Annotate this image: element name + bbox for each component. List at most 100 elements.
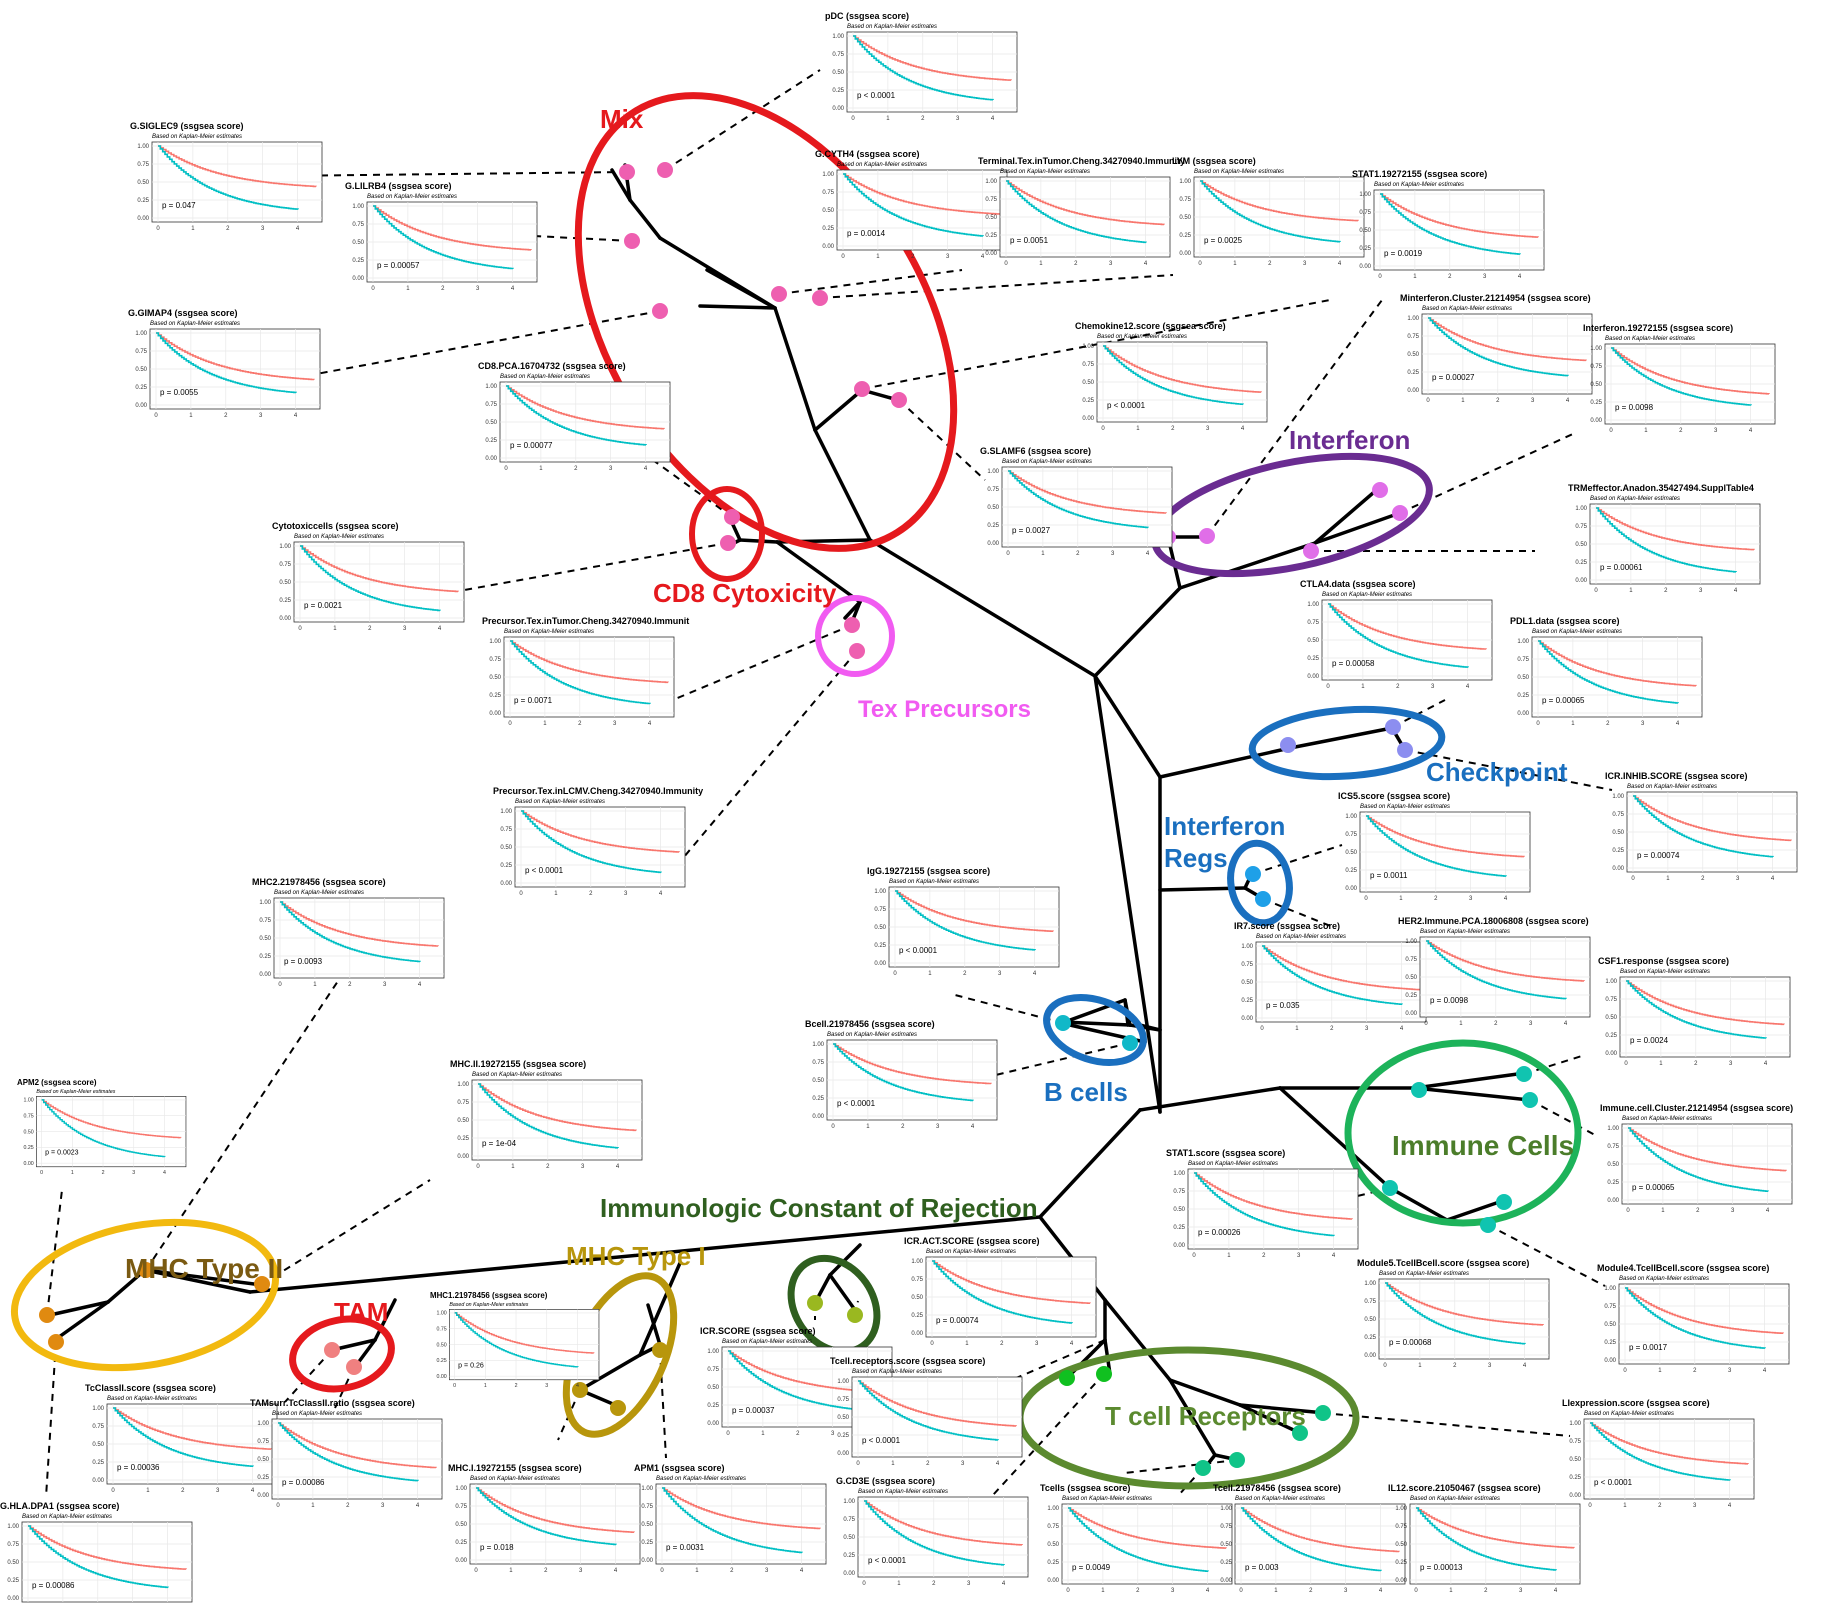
km-xtick: 3 [1693, 1503, 1697, 1509]
leader-line [672, 650, 858, 871]
km-plot-icrinhib: ICR.INHIB.SCORE (ssgsea score)Based on K… [1605, 771, 1798, 882]
km-subtitle: Based on Kaplan-Meier estimates [449, 1302, 528, 1308]
km-pvalue: p = 0.0098 [1430, 996, 1469, 1005]
km-xtick: 0 [1192, 1253, 1196, 1259]
km-xtick: 4 [1749, 428, 1753, 434]
km-ytick: 1.00 [1359, 192, 1371, 198]
km-curve [28, 1525, 169, 1589]
km-pvalue: p = 0.00086 [32, 1581, 75, 1590]
km-ytick: 1.00 [1345, 814, 1357, 820]
km-curve [728, 1350, 869, 1412]
km-ytick: 0.25 [259, 954, 271, 960]
km-curve [833, 1043, 974, 1102]
km-ytick: 0.25 [1173, 1225, 1185, 1231]
km-xtick: 3 [132, 1170, 135, 1176]
km-curve [853, 35, 1012, 81]
km-xtick: 1 [1666, 876, 1670, 882]
leaf-node [652, 1342, 668, 1358]
km-xtick: 1 [1623, 1503, 1627, 1509]
tree-branch [1168, 1378, 1242, 1407]
km-ytick: 0.75 [436, 1326, 446, 1332]
km-xtick: 3 [579, 1568, 583, 1574]
km-ytick: 0.00 [500, 881, 512, 887]
tree-branch [658, 236, 777, 310]
tree-branch [813, 428, 872, 542]
tree-branch [1413, 1071, 1527, 1090]
km-xtick: 0 [154, 413, 158, 419]
km-pvalue: p = 0.0055 [160, 388, 199, 397]
km-curve [1068, 1507, 1209, 1572]
km-ytick: 0.25 [843, 1553, 855, 1559]
km-ytick: 0.50 [837, 1415, 849, 1421]
leaf-node [1372, 482, 1388, 498]
km-ytick: 0.25 [1575, 560, 1587, 566]
km-title: IR7.score (ssgsea score) [1234, 921, 1340, 931]
km-ytick: 0.50 [1345, 850, 1357, 856]
km-curve [478, 1083, 619, 1149]
leader-line [1252, 844, 1343, 875]
leader-line [1206, 295, 1386, 537]
km-ytick: 0.00 [135, 403, 147, 409]
leader-line [992, 1373, 1105, 1496]
tree-branch [1178, 541, 1317, 590]
km-plot-gcd3e: G.CD3E (ssgsea score)Based on Kaplan-Mei… [836, 1476, 1029, 1587]
km-xtick: 0 [504, 466, 508, 472]
km-title: Precursor.Tex.inLCMV.Cheng.34270940.Immu… [493, 786, 703, 796]
km-xtick: 3 [259, 413, 263, 419]
km-ytick: 0.25 [987, 523, 999, 529]
km-xtick: 1 [146, 1488, 150, 1494]
km-xtick: 0 [276, 1503, 280, 1509]
tree-branch [638, 1261, 682, 1357]
km-subtitle: Based on Kaplan-Meier estimates [272, 1411, 362, 1417]
leader-line [261, 1179, 431, 1285]
tree-branch [828, 1273, 857, 1312]
km-curve [1200, 180, 1341, 243]
leaf-node [1411, 1082, 1427, 1098]
km-xtick: 3 [383, 982, 387, 988]
km-ytick: 0.50 [279, 580, 291, 586]
km-xtick: 1 [509, 1568, 513, 1574]
km-xtick: 4 [296, 226, 300, 232]
km-xtick: 3 [1488, 1363, 1492, 1369]
km-ytick: 0.00 [92, 1478, 104, 1484]
km-curve [932, 1260, 1091, 1304]
km-plot-hladpa1: G.HLA.DPA1 (ssgsea score)Based on Kaplan… [0, 1501, 193, 1603]
km-subtitle: Based on Kaplan-Meier estimates [1379, 1271, 1469, 1277]
km-ytick: 0.25 [92, 1460, 104, 1466]
km-xtick: 4 [1766, 1208, 1770, 1214]
km-xtick: 4 [1518, 274, 1522, 280]
km-pvalue: p = 0.00061 [1600, 563, 1643, 572]
tree-branch [1060, 1020, 1132, 1027]
km-ytick: 0.50 [1241, 980, 1253, 986]
km-xtick: 4 [1400, 1026, 1404, 1032]
km-ytick: 0.00 [1364, 1353, 1376, 1359]
km-plot-liexpr: LIexpression.score (ssgsea score)Based o… [1562, 1398, 1755, 1509]
km-ytick: 0.00 [1612, 866, 1624, 872]
km-xtick: 0 [1004, 261, 1008, 267]
km-pvalue: p = 0.0027 [1012, 526, 1051, 535]
leaf-node [844, 617, 860, 633]
km-xtick: 1 [406, 286, 410, 292]
km-xtick: 4 [1241, 426, 1245, 432]
km-title: Interferon.19272155 (ssgsea score) [1583, 323, 1733, 333]
leaf-node [138, 1262, 154, 1278]
km-xtick: 1 [761, 1431, 765, 1437]
km-xtick: 2 [921, 116, 925, 122]
km-xtick: 1 [1461, 398, 1465, 404]
km-xtick: 0 [893, 971, 897, 977]
km-title: G.SIGLEC9 (ssgsea score) [130, 121, 244, 131]
leader-line [1322, 1412, 1571, 1437]
km-ytick: 1.00 [257, 1421, 269, 1427]
km-subtitle: Based on Kaplan-Meier estimates [656, 1476, 746, 1482]
leaf-node [1496, 1194, 1512, 1210]
km-ytick: 1.00 [1179, 179, 1191, 185]
km-ytick: 0.00 [837, 1451, 849, 1457]
leader-line [778, 269, 963, 295]
km-subtitle: Based on Kaplan-Meier estimates [722, 1339, 812, 1345]
leaf-node [812, 290, 828, 306]
km-subtitle: Based on Kaplan-Meier estimates [472, 1072, 562, 1078]
km-ytick: 0.25 [1605, 1033, 1617, 1039]
km-subtitle: Based on Kaplan-Meier estimates [152, 134, 242, 140]
km-ytick: 0.00 [1082, 416, 1094, 422]
km-xtick: 3 [609, 466, 613, 472]
